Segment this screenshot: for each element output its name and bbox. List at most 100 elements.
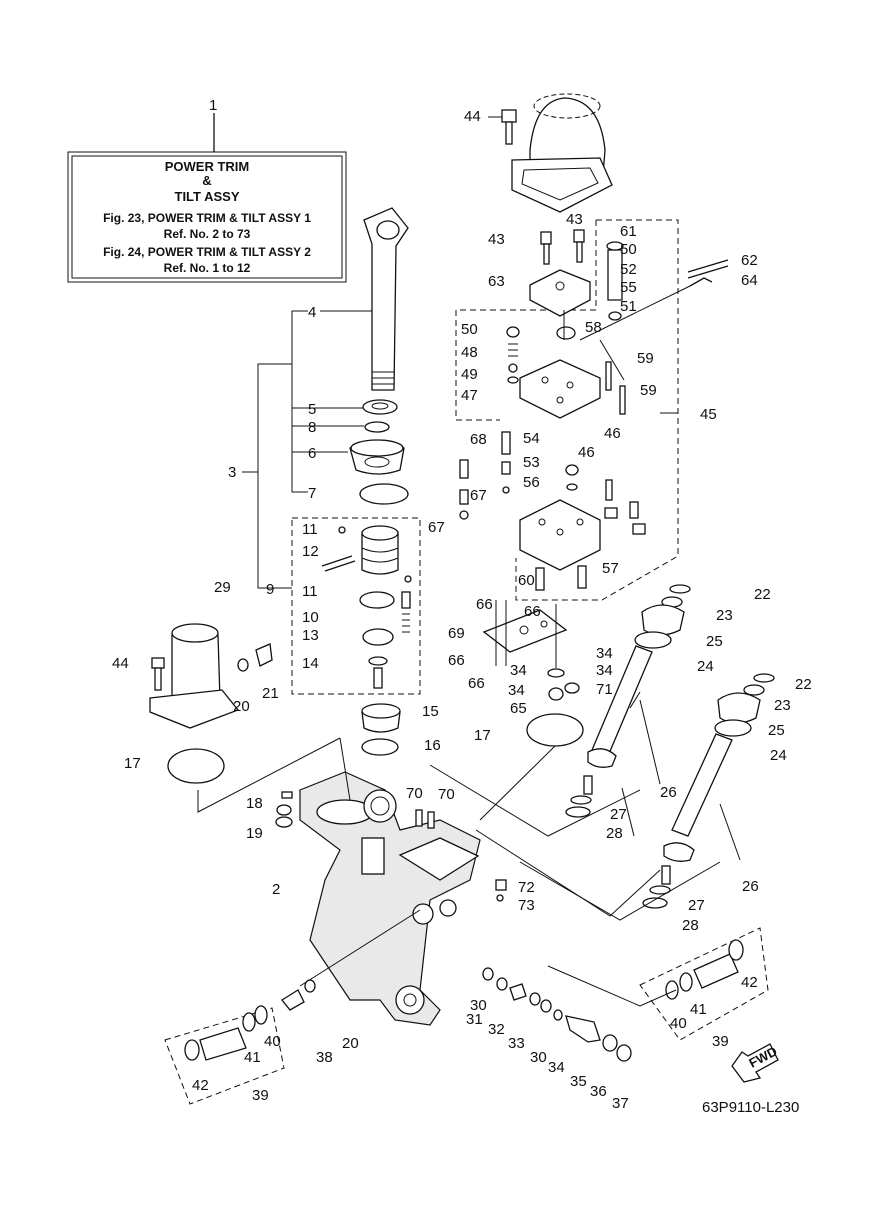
bolt-44-top [488,109,517,145]
part-label: 16 [424,737,441,754]
part-label: 18 [246,795,263,812]
part-labels: 1 44 43 43 61 50 52 55 51 62 64 63 4 50 … [112,97,812,1112]
info-box-line-1: POWER TRIM [165,159,250,174]
part-label: 1 [209,97,217,114]
part-label: 51 [620,298,637,315]
part-label: 14 [302,655,319,672]
part-label: 2 [272,881,280,898]
part-label: 11 [302,521,318,538]
part-label: 11 [302,583,318,600]
part-label: 50 [461,321,478,338]
part-label: 34 [508,682,525,699]
lower-valve-parts [281,967,632,1062]
part-label: 43 [488,231,505,248]
part-label: 70 [406,785,423,802]
part-label: 23 [716,607,733,624]
part-label: 58 [585,319,602,336]
part-label: 23 [774,697,791,714]
part-label: 24 [770,747,787,764]
part-label: 70 [438,786,455,803]
part-label: 46 [604,425,621,442]
part-label: 9 [266,581,274,598]
part-label: 12 [302,543,319,560]
part-label: 21 [262,685,279,702]
piston-group [321,525,412,689]
part-label: 48 [461,344,478,361]
part-label: 30 [530,1049,547,1066]
part-label: 65 [510,700,527,717]
part-label: 10 [302,609,319,626]
fwd-arrow: FWD [731,1043,780,1083]
part-label: 42 [741,974,758,991]
pump-lower [459,431,646,701]
part-label: 20 [342,1035,359,1052]
part-label: 33 [508,1035,525,1052]
part-label: 59 [640,382,657,399]
part-label: 35 [570,1073,587,1090]
part-label: 25 [706,633,723,650]
part-label: 28 [606,825,623,842]
part-label: 39 [712,1033,729,1050]
part-label: 56 [523,474,540,491]
part-label: 17 [124,755,141,772]
info-box-line-6: Fig. 24, POWER TRIM & TILT ASSY 2 [103,245,311,259]
part-label: 27 [610,806,627,823]
part-label: 66 [448,652,465,669]
main-body [275,771,507,1026]
part-label: 72 [518,879,535,896]
info-box-line-2: & [202,173,211,188]
part-label: 44 [464,108,481,125]
part-label: 37 [612,1095,629,1112]
bracket-lines [242,310,678,589]
info-box-line-3: TILT ASSY [175,189,240,204]
info-box-line-7: Ref. No. 1 to 12 [164,261,251,275]
info-box-line-4: Fig. 23, POWER TRIM & TILT ASSY 1 [103,211,311,225]
part-label: 62 [741,252,758,269]
part-label: 36 [590,1083,607,1100]
group-outlines [164,219,769,1105]
part-label: 67 [470,487,487,504]
part-label: 15 [422,703,439,720]
part-label: 63 [488,273,505,290]
part-label: 42 [192,1077,209,1094]
part-label: 17 [474,727,491,744]
part-label: 44 [112,655,129,672]
cylinder-rods [565,584,775,909]
trim-motor-top [511,93,613,213]
part-label: 13 [302,627,319,644]
part-label: 66 [476,596,493,613]
part-label: 19 [246,825,263,842]
part-label: 24 [697,658,714,675]
manual-valve-left [184,1005,268,1061]
part-label: 26 [742,878,759,895]
part-label: 28 [682,917,699,934]
part-label: 61 [620,223,637,240]
part-label: 55 [620,279,637,296]
part-label: 40 [264,1033,281,1050]
part-label: 64 [741,272,758,289]
part-label: 52 [620,261,637,278]
part-label: 60 [518,572,535,589]
part-label: 66 [524,603,541,620]
part-label: 20 [233,698,250,715]
figure-code: 63P9110-L230 [702,1099,799,1116]
part-label: 57 [602,560,619,577]
upper-seals [349,399,409,505]
part-label: 40 [670,1015,687,1032]
part-label: 54 [523,430,540,447]
part-label: 27 [688,897,705,914]
part-label: 34 [596,645,613,662]
part-label: 34 [596,662,613,679]
part-label: 7 [308,485,316,502]
part-label: 47 [461,387,478,404]
part-label: 41 [690,1001,707,1018]
part-label: 34 [548,1059,565,1076]
part-label: 49 [461,366,478,383]
assembly-info-box: POWER TRIM & TILT ASSY Fig. 23, POWER TR… [67,113,347,283]
part-label: 67 [428,519,445,536]
info-box-line-5: Ref. No. 2 to 73 [164,227,251,241]
part-label: 26 [660,784,677,801]
part-label: 22 [754,586,771,603]
part-label: 25 [768,722,785,739]
